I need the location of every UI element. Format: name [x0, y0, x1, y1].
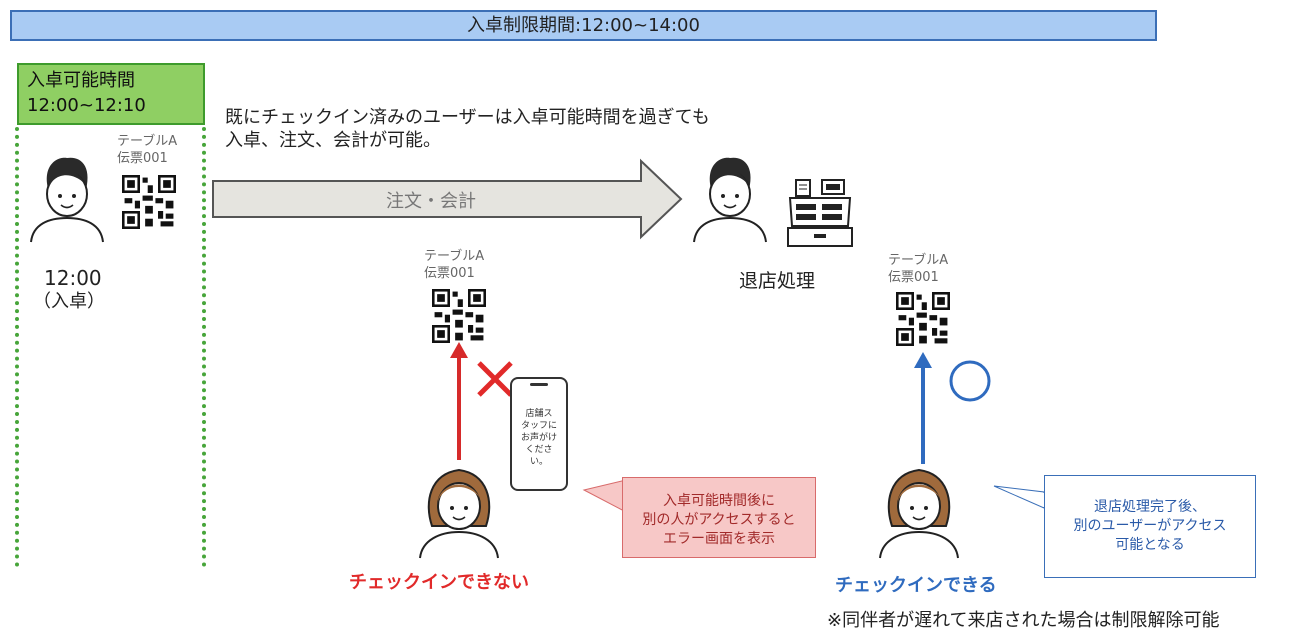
ticket-table-label: テーブルA [424, 249, 485, 264]
info-callout-box: 退店処理完了後、 別のユーザーがアクセス 可能となる [1044, 475, 1256, 578]
error-line-2: 別の人がアクセスすると [642, 512, 796, 528]
info-line-2: 別のユーザーがアクセス [1073, 518, 1227, 534]
success-arrow [914, 352, 932, 464]
ticket-3-labels: テーブルA 伝票001 [888, 252, 948, 286]
phone-line: お声がけ [520, 433, 557, 443]
fail-arrow [450, 342, 468, 460]
window-left-dotted-line [15, 127, 19, 567]
error-callout-box: 入卓可能時間後に 別の人がアクセスすると エラー画面を表示 [622, 477, 816, 558]
footnote: ※同伴者が遅れて来店された場合は制限解除可能 [827, 610, 1220, 631]
exit-process-label: 退店処理 [739, 270, 816, 292]
phone-line: くださ [525, 445, 553, 455]
info-line-1: 退店処理完了後、 [1094, 499, 1206, 515]
qr-code-icon [122, 175, 176, 229]
entry-window-time: 12:00~12:10 [27, 95, 146, 116]
person-icon [693, 157, 767, 243]
phone-speaker [530, 383, 548, 386]
person-icon [30, 157, 104, 243]
note-line-1: 既にチェックイン済みのユーザーは入卓可能時間を過ぎても [225, 107, 710, 128]
person-icon [879, 468, 959, 559]
checked-in-note: 既にチェックイン済みのユーザーは入卓可能時間を過ぎても 入卓、注文、会計が可能。 [225, 106, 710, 152]
phone-line: い。 [529, 457, 548, 467]
checkin-success-label: チェックインできる [835, 575, 997, 596]
restriction-period-banner: 入卓制限期間:12:00~14:00 [10, 10, 1157, 41]
cash-register-icon [787, 179, 853, 247]
entry-window-title: 入卓可能時間 [27, 70, 135, 91]
smartphone-icon: 店舗ス タッフに お声がけ くださ い。 [510, 377, 568, 491]
ticket-slip-label: 伝票001 [888, 270, 939, 285]
phone-line: タッフに [520, 421, 557, 431]
entry-window-box: 入卓可能時間 12:00~12:10 [17, 63, 205, 125]
note-line-2: 入卓、注文、会計が可能。 [225, 130, 441, 151]
ticket-2-labels: テーブルA 伝票001 [424, 248, 484, 282]
ticket-1-labels: テーブルA 伝票001 [117, 133, 177, 167]
ticket-slip-label: 伝票001 [117, 151, 168, 166]
error-line-3: エラー画面を表示 [663, 531, 775, 547]
error-line-1: 入卓可能時間後に [663, 493, 775, 509]
qr-code-icon [432, 289, 486, 343]
ticket-slip-label: 伝票001 [424, 266, 475, 281]
entry-label: （入卓） [33, 291, 105, 312]
order-payment-arrow [212, 158, 683, 240]
info-callout-pointer [993, 485, 1046, 509]
entry-time: 12:00 [44, 266, 102, 290]
qr-code-icon [896, 292, 950, 346]
phone-error-message: 店舗ス タッフに お声がけ くださ い。 [512, 408, 566, 468]
arrow-label: 注文・会計 [386, 191, 476, 212]
window-right-dotted-line [202, 127, 206, 567]
cross-mark-icon [477, 361, 513, 397]
ticket-table-label: テーブルA [117, 134, 178, 149]
checkin-fail-label: チェックインできない [349, 572, 529, 593]
circle-mark-icon [949, 360, 991, 402]
info-line-3: 可能となる [1115, 537, 1185, 553]
person-icon [419, 468, 499, 559]
ticket-table-label: テーブルA [888, 253, 949, 268]
phone-line: 店舗ス [525, 409, 553, 419]
